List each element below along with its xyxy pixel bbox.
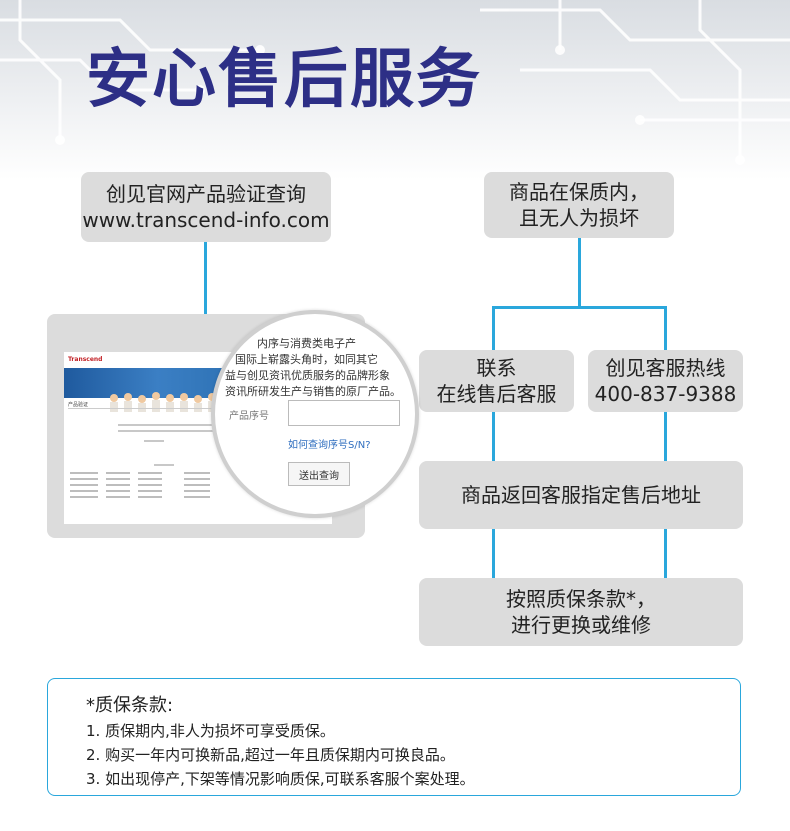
connector-return-right bbox=[664, 528, 667, 578]
footer-column bbox=[106, 472, 130, 502]
placeholder-text bbox=[118, 430, 238, 432]
circuit-background bbox=[0, 0, 790, 180]
verify-box: 创见官网产品验证查询 www.transcend-info.com bbox=[81, 172, 331, 242]
contact-box: 联系 在线售后客服 bbox=[419, 350, 574, 412]
hotline-number: 400-837-9388 bbox=[594, 382, 737, 406]
footer-column bbox=[138, 472, 162, 502]
exchange-line1: 按照质保条款*， bbox=[506, 587, 656, 611]
page-title: 安心售后服务 bbox=[86, 43, 482, 117]
warranty-terms: *质保条款: 1. 质保期内,非人为损坏可享受质保。 2. 购买一年内可换新品,… bbox=[47, 678, 741, 796]
terms-heading: *质保条款: bbox=[86, 695, 174, 716]
mag-text-line: 内序与消费类电子产 bbox=[257, 337, 356, 350]
site-divider bbox=[68, 408, 328, 409]
placeholder-text bbox=[144, 440, 164, 442]
hotline-box: 创见客服热线 400-837-9388 bbox=[588, 350, 743, 412]
serial-input[interactable] bbox=[288, 400, 400, 426]
contact-line1: 联系 bbox=[476, 356, 517, 380]
exchange-box: 按照质保条款*， 进行更换或维修 bbox=[419, 578, 743, 646]
hotline-line1: 创见客服热线 bbox=[605, 356, 726, 380]
connector-right-bar bbox=[492, 306, 667, 309]
terms-item: 1. 质保期内,非人为损坏可享受质保。 bbox=[86, 722, 335, 740]
warranty-line1: 商品在保质内， bbox=[509, 180, 649, 204]
placeholder-text bbox=[154, 464, 174, 466]
mag-text-line: 益与创见资讯优质服务的品牌形象 bbox=[225, 369, 390, 382]
site-tab: 产品验证 bbox=[68, 402, 89, 408]
warranty-box: 商品在保质内， 且无人为损坏 bbox=[484, 172, 674, 238]
magnifier-zoom: 内序与消费类电子产 国际上崭露头角时，如同其它 益与创见资讯优质服务的品牌形象 … bbox=[211, 310, 419, 518]
exchange-line2: 进行更换或维修 bbox=[511, 613, 651, 637]
terms-item: 2. 购买一年内可换新品,超过一年且质保期内可换良品。 bbox=[86, 746, 455, 764]
placeholder-text bbox=[118, 424, 248, 426]
connector-contact bbox=[492, 306, 495, 350]
connector-right-stem bbox=[578, 238, 581, 308]
connector-left bbox=[204, 242, 207, 314]
footer-column bbox=[70, 472, 98, 502]
mag-text-line: 资讯所研发生产与销售的原厂产品。 bbox=[225, 385, 401, 398]
verify-line1: 创见官网产品验证查询 bbox=[106, 182, 306, 206]
serial-field-label: 产品序号 bbox=[229, 411, 269, 422]
connector-return-left bbox=[492, 528, 495, 578]
connector-hotline-down bbox=[664, 411, 667, 461]
mag-text-line: 国际上崭露头角时，如同其它 bbox=[235, 353, 378, 366]
connector-hotline bbox=[664, 306, 667, 350]
footer-column bbox=[184, 472, 210, 502]
return-box: 商品返回客服指定售后地址 bbox=[419, 461, 743, 529]
transcend-logo: Transcend bbox=[68, 356, 103, 363]
connector-contact-down bbox=[492, 411, 495, 461]
serial-help-link[interactable]: 如何查询序号S/N? bbox=[288, 440, 371, 451]
terms-item: 3. 如出现停产,下架等情况影响质保,可联系客服个案处理。 bbox=[86, 770, 475, 788]
return-line1: 商品返回客服指定售后地址 bbox=[461, 483, 701, 507]
verify-url[interactable]: www.transcend-info.com bbox=[82, 208, 330, 232]
contact-line2: 在线售后客服 bbox=[436, 382, 557, 406]
warranty-line2: 且无人为损坏 bbox=[519, 206, 639, 230]
submit-query-button[interactable]: 送出查询 bbox=[288, 462, 350, 486]
